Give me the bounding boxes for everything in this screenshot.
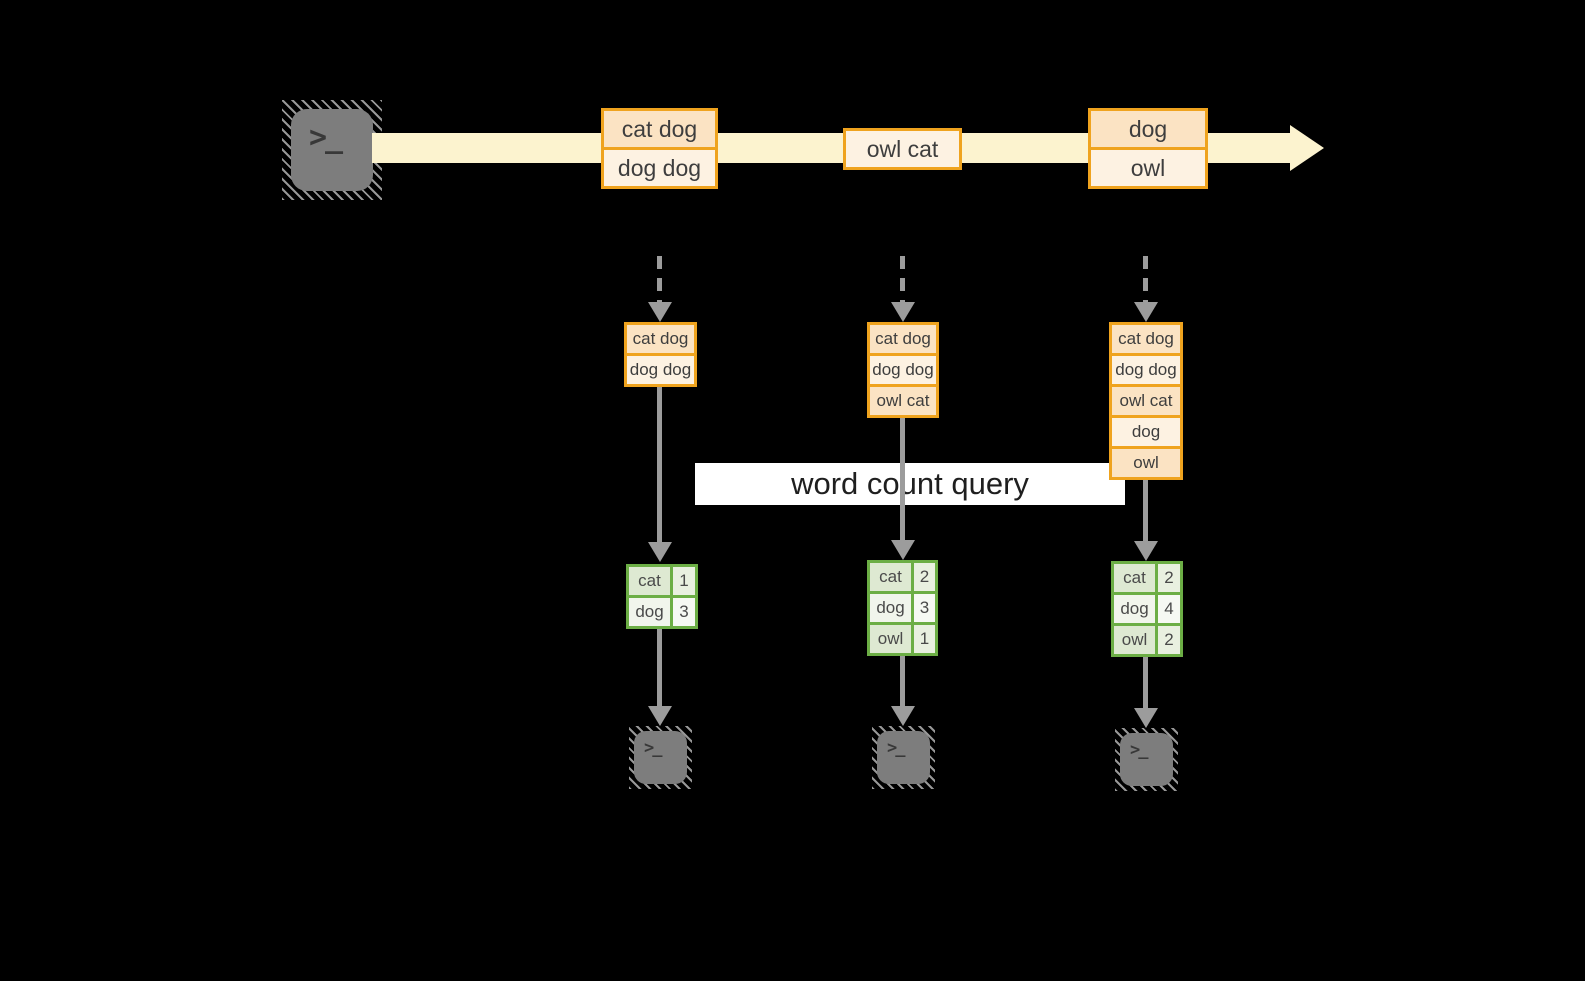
stream-event-row: cat dog	[604, 111, 715, 147]
state-box-1: cat dog dog dog	[624, 322, 697, 387]
connector-line	[1143, 657, 1148, 708]
stream-event-row: owl cat	[846, 131, 959, 167]
state-row: owl	[1112, 446, 1180, 477]
count-table-3: cat 2 dog 4 owl 2	[1111, 561, 1183, 657]
word-cell: dog	[870, 594, 914, 622]
word-cell: dog	[1114, 595, 1158, 623]
connector-line	[657, 629, 662, 706]
arrowhead-down-icon	[891, 302, 915, 322]
terminal-screen: >_	[291, 109, 373, 191]
word-cell: dog	[629, 598, 673, 626]
word-cell: owl	[870, 625, 914, 653]
count-cell: 2	[1158, 564, 1180, 592]
count-row: cat 2	[1114, 564, 1180, 592]
arrowhead-down-icon	[648, 302, 672, 322]
state-row: cat dog	[1112, 325, 1180, 353]
query-band: word count query	[695, 463, 1125, 505]
sink-terminal-icon: >_	[629, 726, 692, 789]
count-row: cat 1	[629, 567, 695, 595]
stream-event-row: dog	[1091, 111, 1205, 147]
count-cell: 3	[914, 594, 935, 622]
state-row: cat dog	[870, 325, 936, 353]
state-row: dog dog	[627, 353, 694, 384]
stream-event-row: dog dog	[604, 147, 715, 186]
count-cell: 2	[1158, 626, 1180, 654]
query-label: word count query	[791, 466, 1029, 501]
connector-line	[900, 418, 905, 540]
dashed-arrow-line	[657, 256, 662, 302]
dashed-arrow-line	[900, 256, 905, 302]
terminal-prompt-icon: >_	[644, 738, 663, 758]
sink-terminal-icon: >_	[872, 726, 935, 789]
word-cell: cat	[870, 563, 914, 591]
terminal-prompt-icon: >_	[887, 738, 906, 758]
state-row: owl cat	[1112, 384, 1180, 415]
count-row: dog 4	[1114, 592, 1180, 623]
arrowhead-down-icon	[891, 540, 915, 560]
stream-event-3: dog owl	[1088, 108, 1208, 189]
arrowhead-down-icon	[1134, 541, 1158, 561]
word-cell: owl	[1114, 626, 1158, 654]
sink-terminal-icon: >_	[1115, 728, 1178, 791]
state-row: dog dog	[1112, 353, 1180, 384]
connector-line	[900, 656, 905, 706]
count-row: dog 3	[870, 591, 935, 622]
terminal-screen: >_	[877, 731, 930, 784]
stream-event-row: owl	[1091, 147, 1205, 186]
state-row: dog dog	[870, 353, 936, 384]
arrowhead-down-icon	[891, 706, 915, 726]
state-box-2: cat dog dog dog owl cat	[867, 322, 939, 418]
state-row: owl cat	[870, 384, 936, 415]
state-box-3: cat dog dog dog owl cat dog owl	[1109, 322, 1183, 480]
arrowhead-down-icon	[648, 542, 672, 562]
count-table-1: cat 1 dog 3	[626, 564, 698, 629]
stream-event-2: owl cat	[843, 128, 962, 170]
arrowhead-down-icon	[648, 706, 672, 726]
connector-line	[657, 387, 662, 542]
terminal-screen: >_	[634, 731, 687, 784]
count-cell: 1	[673, 567, 695, 595]
count-row: cat 2	[870, 563, 935, 591]
dashed-arrow-line	[1143, 256, 1148, 302]
source-terminal-icon: >_	[282, 100, 382, 200]
count-row: owl 2	[1114, 623, 1180, 654]
word-cell: cat	[1114, 564, 1158, 592]
word-cell: cat	[629, 567, 673, 595]
arrowhead-down-icon	[1134, 302, 1158, 322]
count-cell: 1	[914, 625, 935, 653]
count-table-2: cat 2 dog 3 owl 1	[867, 560, 938, 656]
count-cell: 4	[1158, 595, 1180, 623]
terminal-prompt-icon: >_	[309, 120, 343, 155]
terminal-screen: >_	[1120, 733, 1173, 786]
count-cell: 2	[914, 563, 935, 591]
state-row: dog	[1112, 415, 1180, 446]
arrowhead-down-icon	[1134, 708, 1158, 728]
count-row: owl 1	[870, 622, 935, 653]
stream-arrowhead-icon	[1290, 125, 1324, 171]
state-row: cat dog	[627, 325, 694, 353]
count-row: dog 3	[629, 595, 695, 626]
terminal-prompt-icon: >_	[1130, 740, 1149, 760]
connector-line	[1143, 480, 1148, 541]
count-cell: 3	[673, 598, 695, 626]
stream-event-1: cat dog dog dog	[601, 108, 718, 189]
